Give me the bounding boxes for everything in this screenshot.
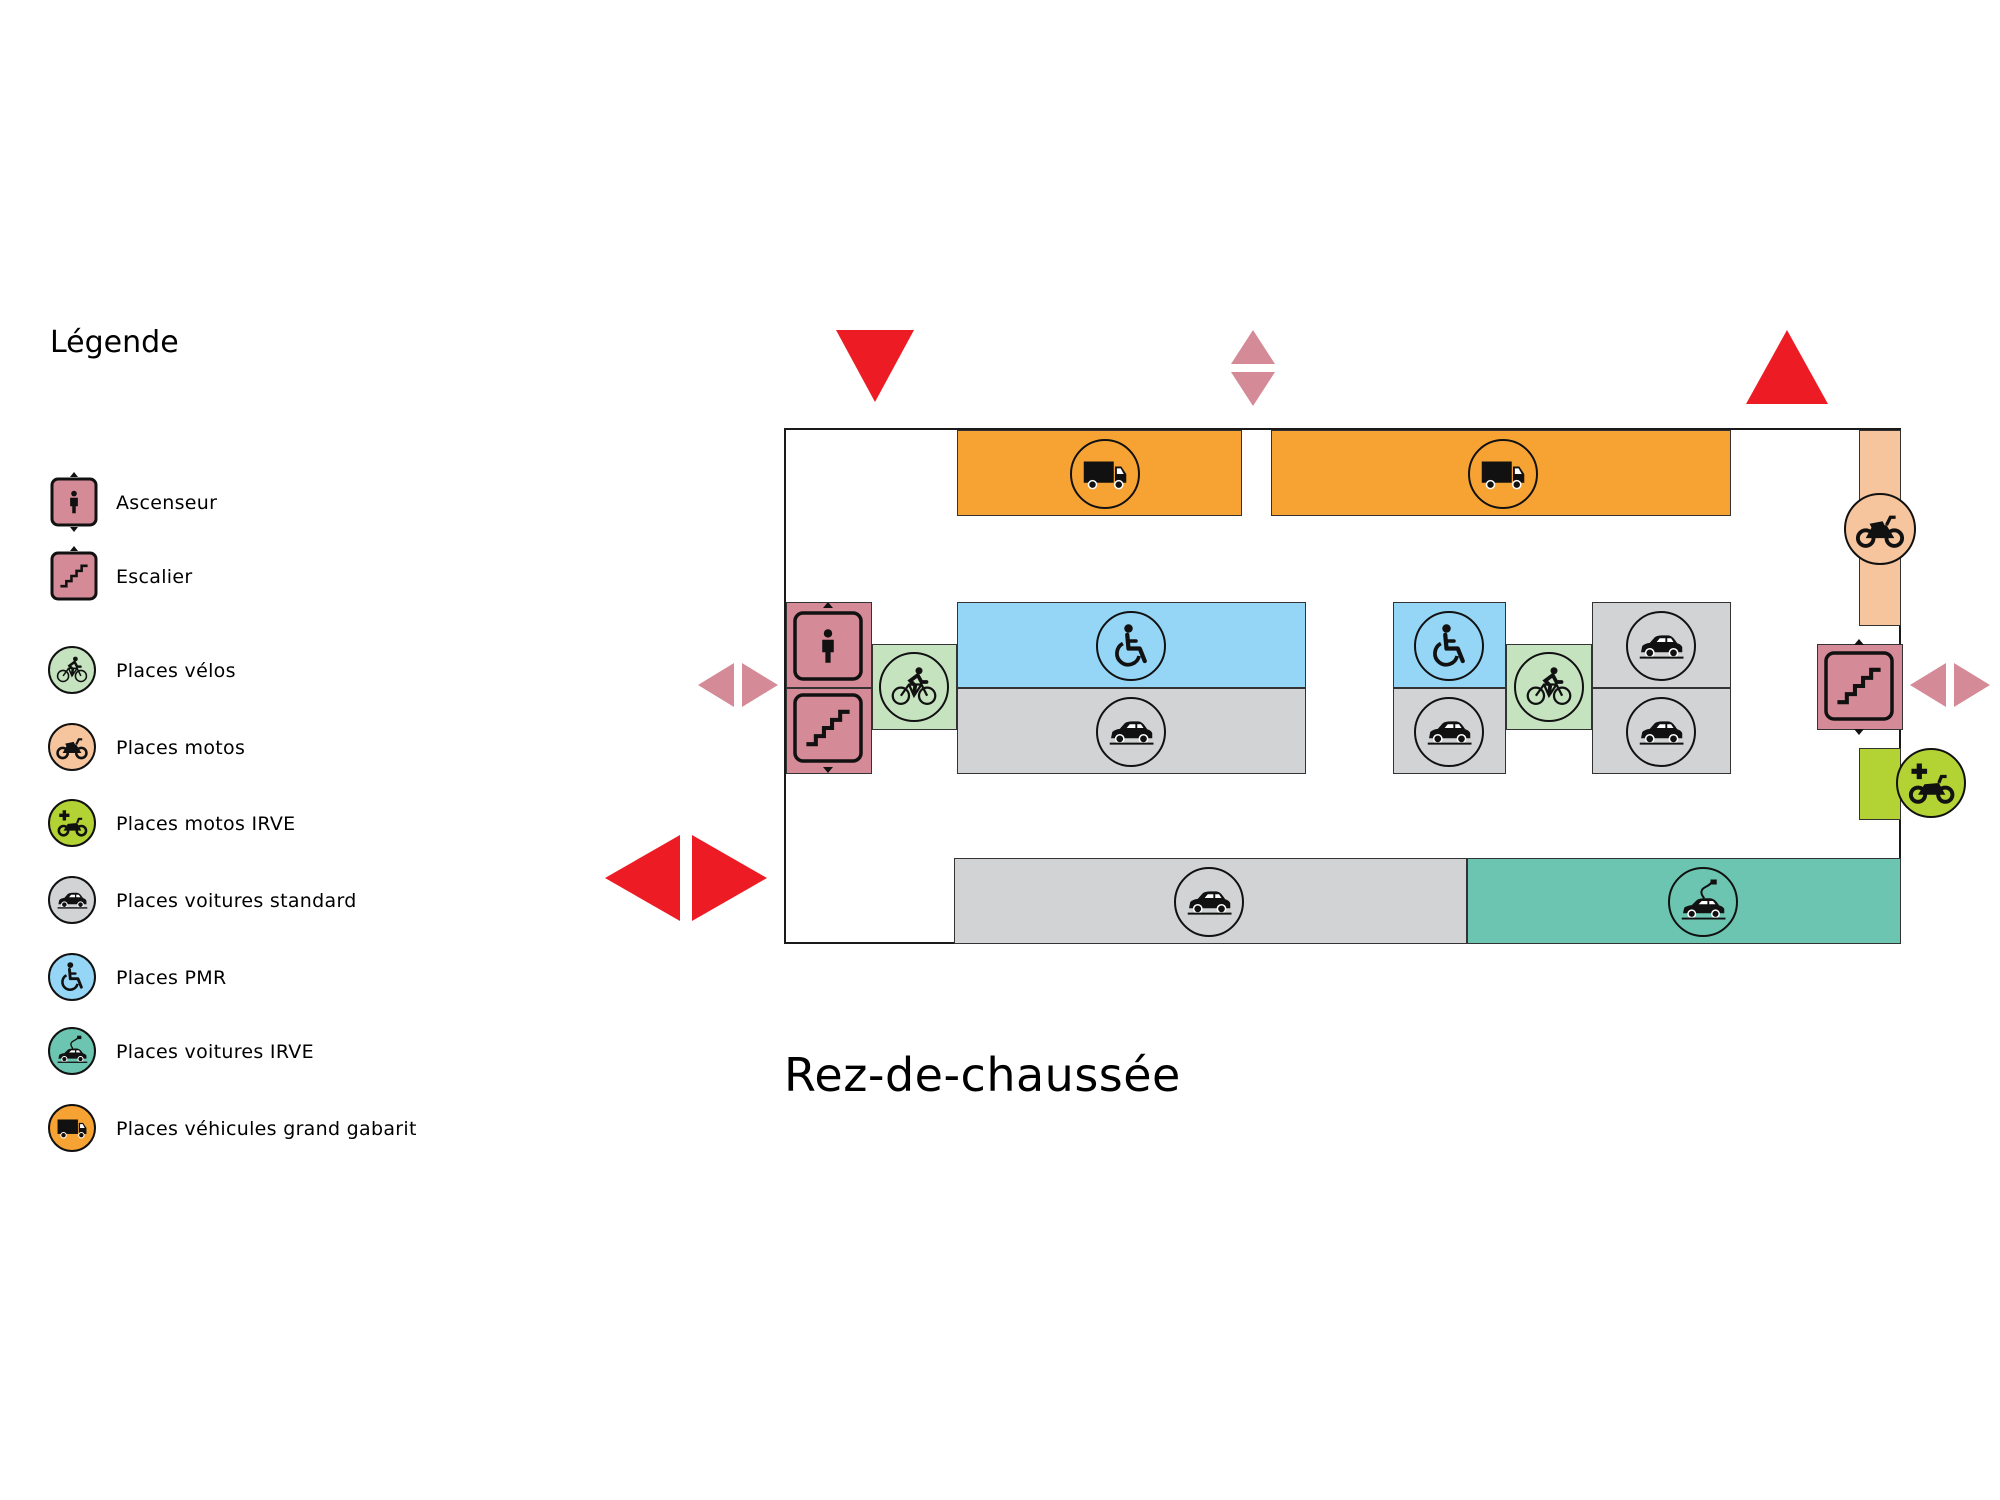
legend-item-car: Places voitures standard: [48, 876, 528, 932]
legend-item-pmr: Places PMR: [48, 953, 528, 1009]
truck-icon: [48, 1104, 96, 1152]
stairs-zone: [786, 688, 872, 774]
ev-car-icon: [48, 1027, 96, 1075]
exit-arrow-up: [1746, 330, 1828, 404]
stairs-zone: [1817, 639, 1903, 735]
motorcycle-icon: [48, 723, 96, 771]
bicycle-icon: [48, 646, 96, 694]
bicycle-icon: [879, 652, 949, 722]
motorcycle-charging-zone: [1859, 748, 1901, 820]
car-icon: [1096, 697, 1166, 767]
car-icon: [1174, 867, 1244, 937]
car-icon: [48, 876, 96, 924]
legend-item-motorcycle-charging: Places motos IRVE: [48, 799, 528, 855]
pedestrian-arrow-left: [698, 663, 778, 707]
wheelchair-icon: [1096, 611, 1166, 681]
entrance-arrow-down: [836, 330, 914, 402]
wheelchair-icon: [48, 953, 96, 1001]
elevator-icon: [50, 472, 98, 532]
car-parking-zone: [1592, 688, 1731, 774]
pmr-parking-zone: [957, 602, 1306, 688]
legend-label: Places voitures IRVE: [116, 1041, 314, 1063]
legend-label: Places voitures standard: [116, 890, 357, 912]
legend-label: Ascenseur: [116, 492, 218, 514]
legend-label: Places véhicules grand gabarit: [116, 1118, 417, 1140]
elevator-zone: [786, 602, 872, 688]
legend-label: Escalier: [116, 566, 193, 588]
bicycle-parking-zone: [1506, 644, 1592, 730]
entrance-exit-arrow-horizontal: [605, 835, 767, 921]
pedestrian-arrow-vertical: [1231, 330, 1275, 406]
ev-car-icon: [1668, 867, 1738, 937]
floor-plan: [784, 428, 1966, 944]
plan-title: Rez-de-chaussée: [784, 1048, 1181, 1102]
car-parking-zone: [1393, 688, 1506, 774]
legend-label: Places PMR: [116, 967, 227, 989]
legend-label: Places motos: [116, 737, 246, 759]
legend-item-stairs: Escalier: [48, 546, 528, 608]
stairs-icon: [50, 546, 98, 601]
truck-parking-zone: [1271, 430, 1731, 516]
car-icon: [1414, 697, 1484, 767]
car-parking-zone: [954, 858, 1467, 944]
car-parking-zone: [1592, 602, 1731, 688]
ev-charging-parking-zone: [1467, 858, 1901, 944]
truck-icon: [1070, 439, 1140, 509]
legend-item-ev-car: Places voitures IRVE: [48, 1027, 528, 1083]
wheelchair-icon: [1414, 611, 1484, 681]
legend-title: Légende: [50, 325, 179, 360]
legend-label: Places motos IRVE: [116, 813, 296, 835]
truck-icon: [1468, 439, 1538, 509]
truck-parking-zone: [957, 430, 1242, 516]
motorcycle-charging-icon: [48, 799, 96, 847]
legend-label: Places vélos: [116, 660, 236, 682]
pedestrian-arrow-right: [1910, 663, 1990, 707]
bicycle-icon: [1514, 652, 1584, 722]
car-parking-zone: [957, 688, 1306, 774]
motorcycle-charging-icon: [1896, 748, 1966, 818]
legend-item-elevator: Ascenseur: [48, 472, 528, 534]
motorcycle-icon: [1844, 493, 1916, 565]
bicycle-parking-zone: [872, 644, 957, 730]
pmr-parking-zone: [1393, 602, 1506, 688]
legend-item-motorcycle: Places motos: [48, 723, 528, 779]
car-icon: [1626, 611, 1696, 681]
legend-item-truck: Places véhicules grand gabarit: [48, 1104, 528, 1160]
car-icon: [1626, 697, 1696, 767]
legend-item-bicycle: Places vélos: [48, 646, 528, 702]
